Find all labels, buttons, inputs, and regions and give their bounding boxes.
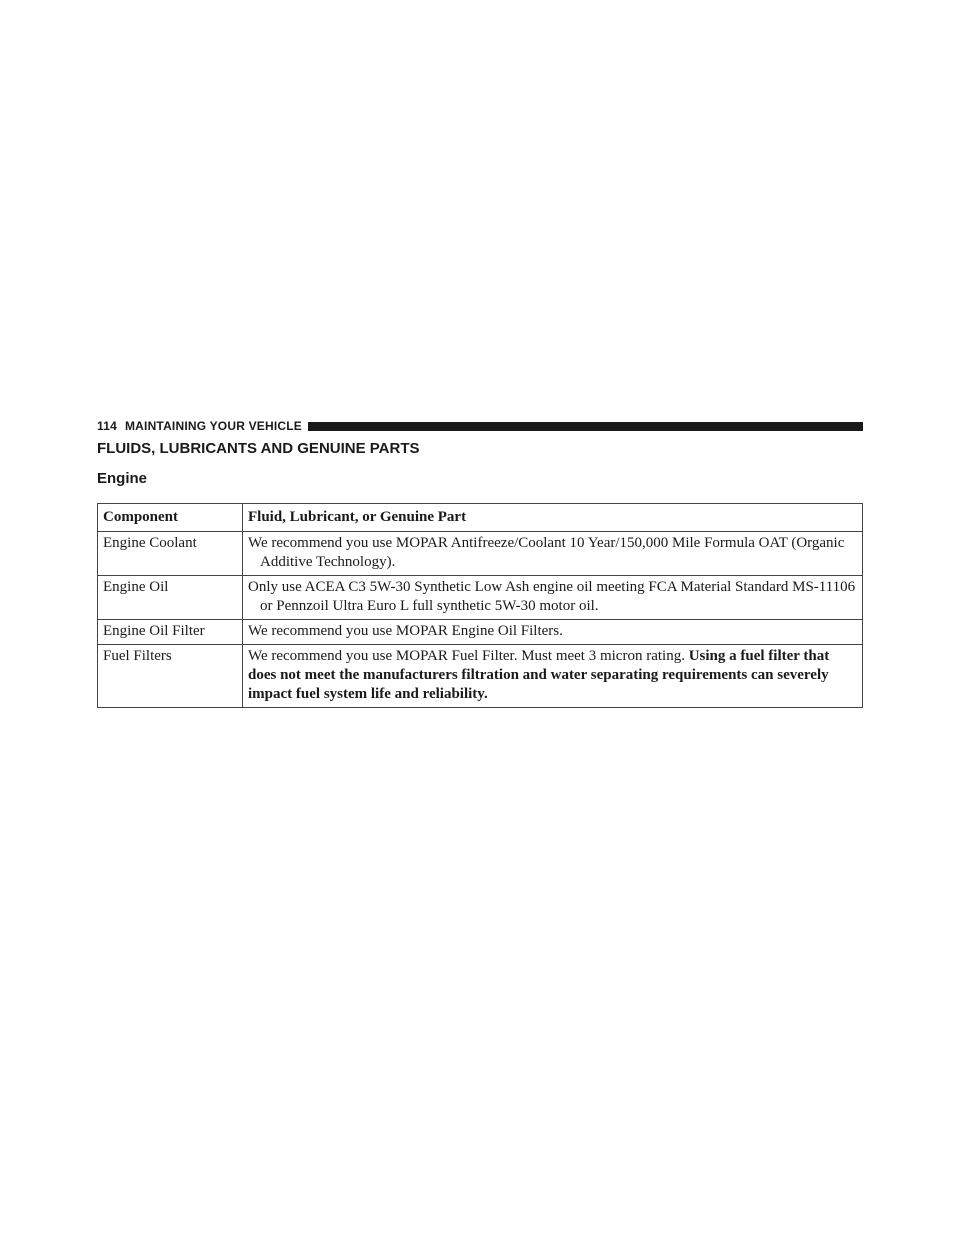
warning-text: Using a fuel filter that does not meet t…	[248, 648, 830, 702]
page-title: FLUIDS, LUBRICANTS AND GENUINE PARTS	[97, 440, 420, 457]
description-cell: We recommend you use MOPAR Engine Oil Fi…	[242, 619, 863, 645]
column-header-component: Component	[97, 503, 243, 532]
table-row: Engine Oil Only use ACEA C3 5W-30 Synthe…	[97, 575, 863, 620]
component-cell: Engine Coolant	[97, 531, 243, 576]
table-header-row: Component Fluid, Lubricant, or Genuine P…	[97, 503, 863, 532]
fluids-parts-table: Component Fluid, Lubricant, or Genuine P…	[97, 503, 863, 708]
description-cell: Only use ACEA C3 5W-30 Synthetic Low Ash…	[242, 575, 863, 620]
running-header-title: MAINTAINING YOUR VEHICLE	[124, 419, 302, 433]
table-row: Fuel Filters We recommend you use MOPAR …	[97, 644, 863, 708]
table-row: Engine Coolant We recommend you use MOPA…	[97, 531, 863, 576]
table-row: Engine Oil Filter We recommend you use M…	[97, 619, 863, 645]
description-text: We recommend you use MOPAR Engine Oil Fi…	[248, 623, 563, 639]
description-cell: We recommend you use MOPAR Antifreeze/Co…	[242, 531, 863, 576]
component-cell: Fuel Filters	[97, 644, 243, 708]
component-cell: Engine Oil Filter	[97, 619, 243, 645]
running-header: 114 MAINTAINING YOUR VEHICLE	[97, 418, 863, 434]
description-cell: We recommend you use MOPAR Fuel Filter. …	[242, 644, 863, 708]
column-header-fluid: Fluid, Lubricant, or Genuine Part	[242, 503, 863, 532]
description-text: Only use ACEA C3 5W-30 Synthetic Low Ash…	[248, 579, 856, 614]
header-rule	[308, 421, 863, 431]
section-heading: Engine	[97, 470, 148, 487]
description-text: We recommend you use MOPAR Antifreeze/Co…	[248, 535, 845, 570]
component-cell: Engine Oil	[97, 575, 243, 620]
description-text: We recommend you use MOPAR Fuel Filter. …	[248, 648, 685, 664]
page-number: 114	[97, 419, 117, 433]
